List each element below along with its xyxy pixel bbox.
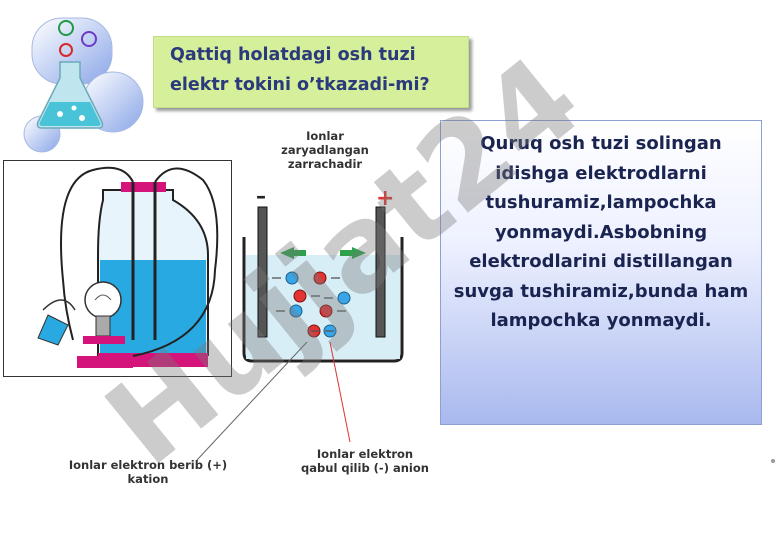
watermark-text: Hujjat24 <box>81 30 606 492</box>
decorative-dot <box>771 459 775 463</box>
electrolysis-beaker: – + <box>242 185 404 363</box>
flask-logo <box>23 17 144 153</box>
question-title: Qattiq holatdagi osh tuzi elektr tokini … <box>153 36 469 108</box>
charged-particles-caption: Ionlar zaryadlangan zarrachadir <box>281 129 369 171</box>
conductivity-apparatus <box>3 160 232 377</box>
minus-sign: – <box>256 185 266 208</box>
cation-caption: Ionlar elektron berib (+) kation <box>68 458 228 486</box>
plus-sign: + <box>376 186 394 211</box>
anion-caption: Ionlar elektron qabul qilib (-) anion <box>301 447 429 475</box>
experiment-description: Quruq osh tuzi solingan idishga elektrod… <box>440 120 762 425</box>
